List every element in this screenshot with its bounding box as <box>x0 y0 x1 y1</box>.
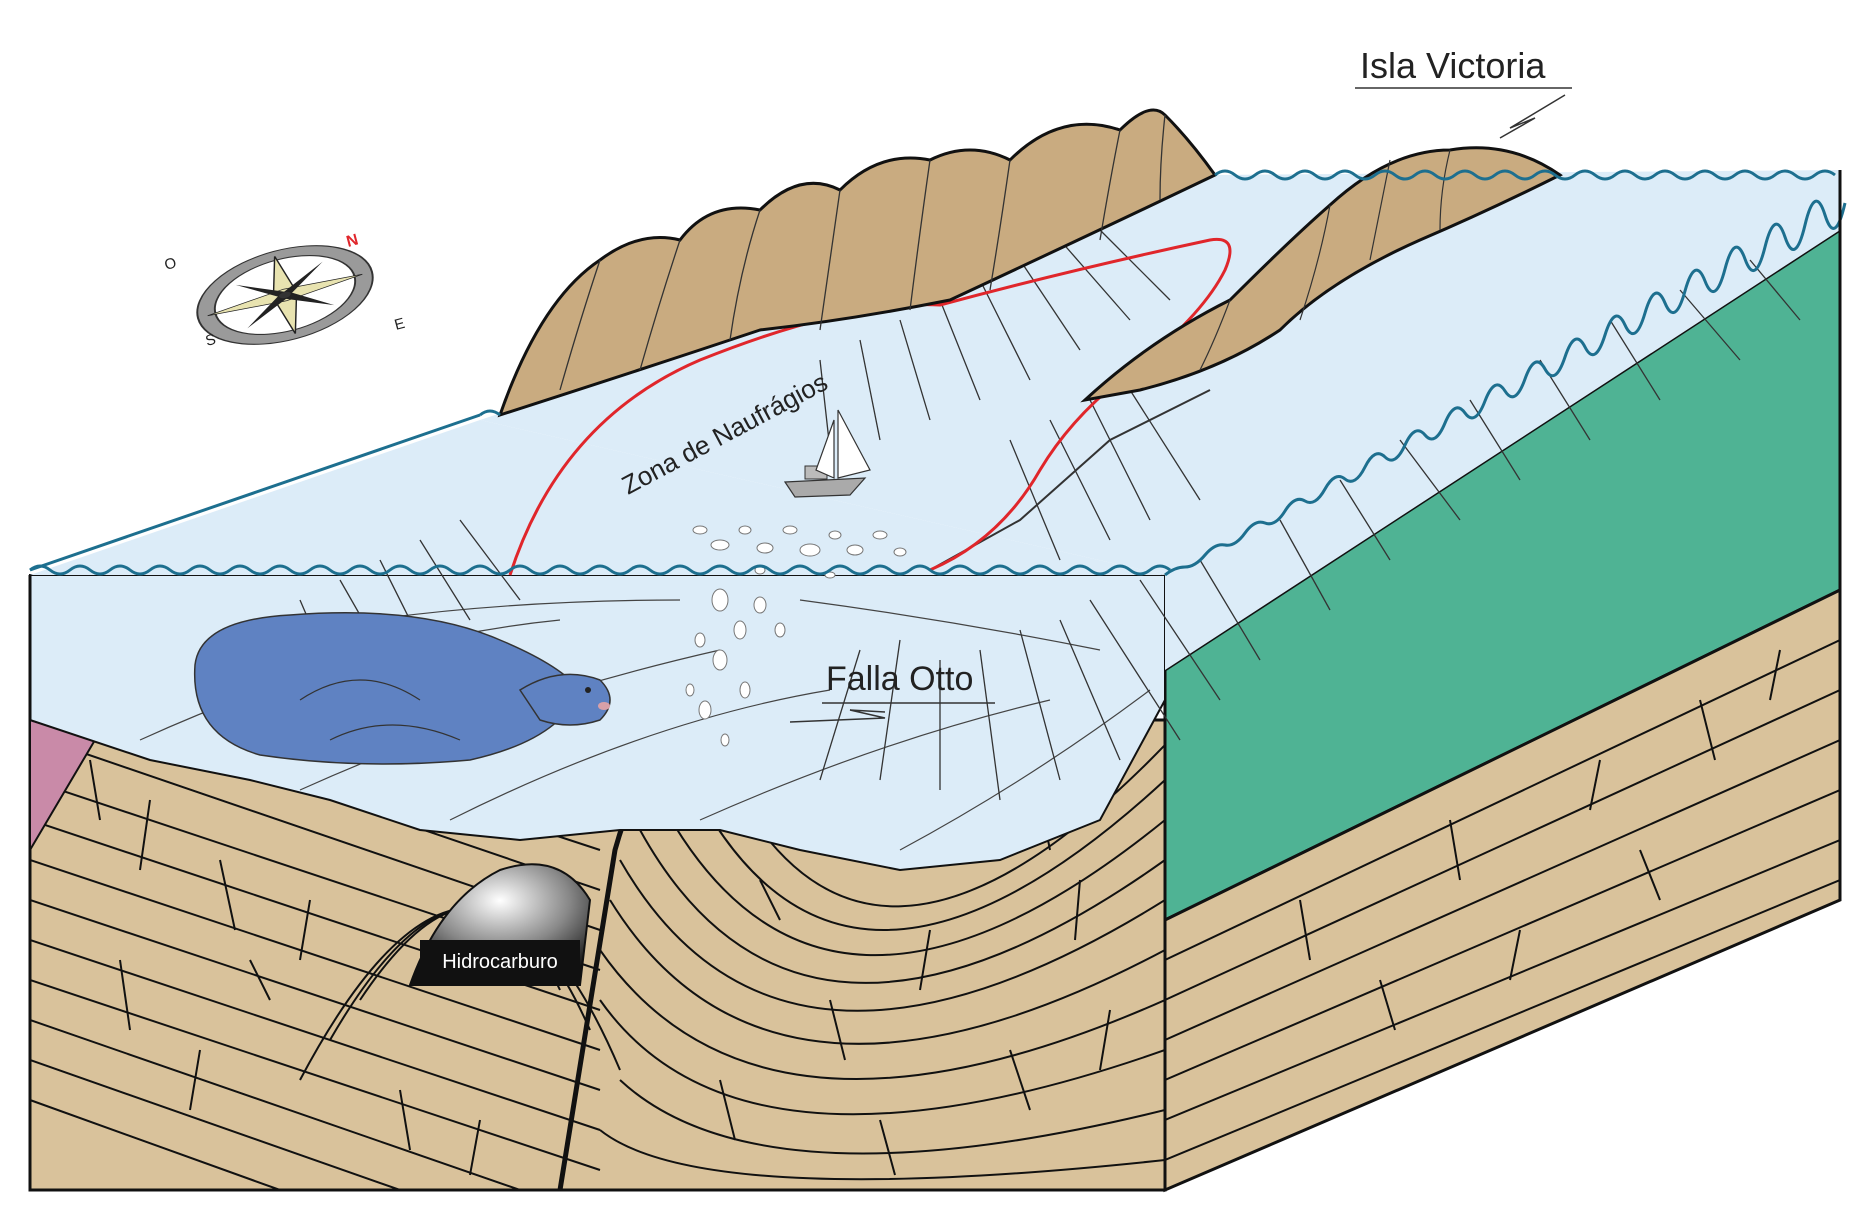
compass-south: S <box>204 331 218 350</box>
compass-rose <box>196 245 374 345</box>
hydrocarbon-label: Hidrocarburo <box>442 951 558 973</box>
isla-victoria-text: Isla Victoria <box>1360 45 1546 86</box>
lake <box>29 170 1840 872</box>
label-falla-otto: Falla Otto <box>789 660 995 723</box>
shipwreck-zone-outline <box>508 237 1232 576</box>
seal-illustration <box>193 612 611 765</box>
water-surface-waves <box>29 169 1847 577</box>
mountain-range <box>497 108 1218 418</box>
sailboat <box>783 409 871 498</box>
falla-otto-text: Falla Otto <box>826 660 973 698</box>
compass-north: N <box>345 231 361 250</box>
label-isla-victoria: Isla Victoria <box>1355 45 1572 139</box>
hydrocarbon-trap: Hidrocarburo <box>408 863 592 986</box>
isla-victoria-island <box>1080 146 1563 403</box>
sediment-cluster <box>685 525 907 747</box>
compass-west: O <box>163 254 179 273</box>
compass-east: E <box>393 315 407 334</box>
